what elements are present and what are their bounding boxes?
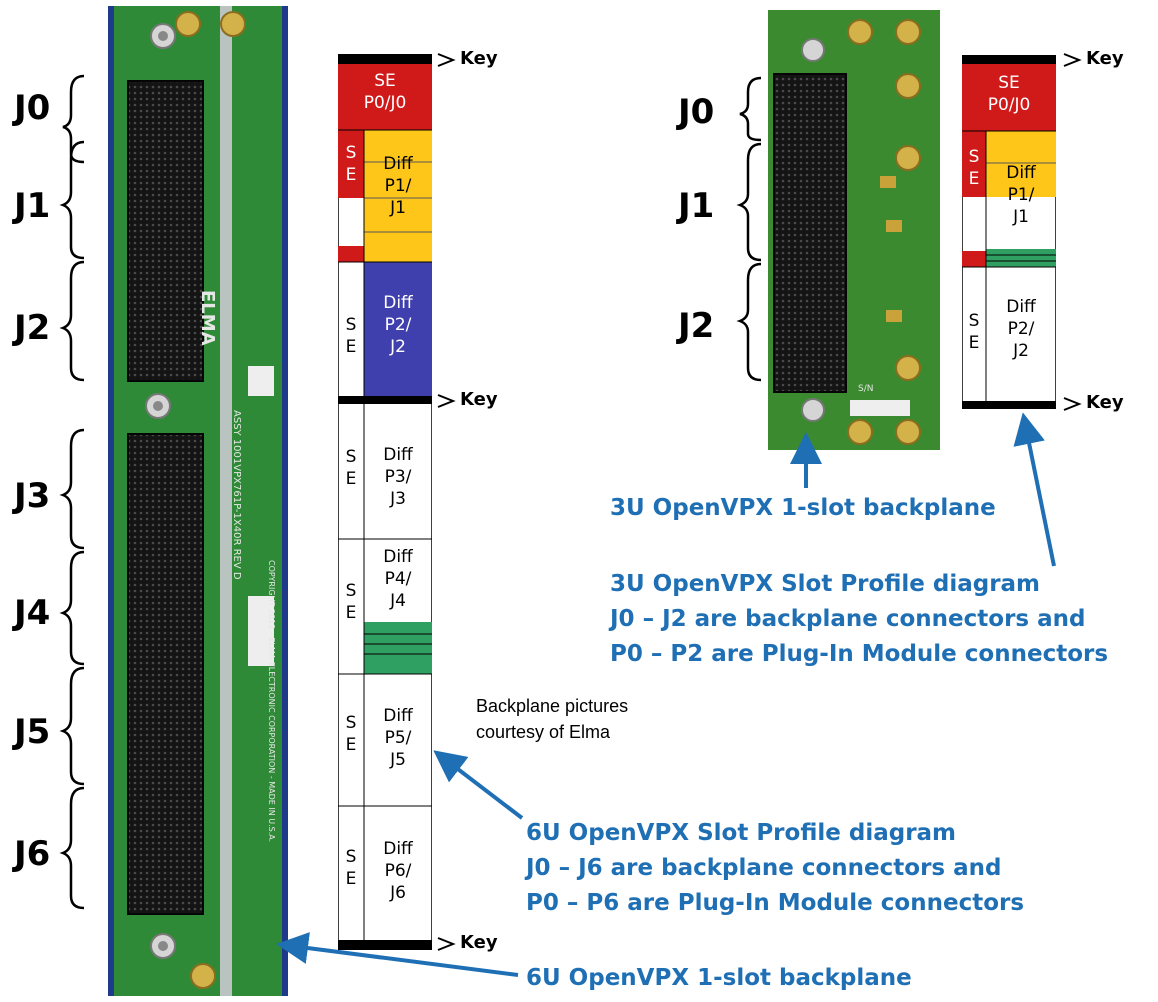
cell-se-5-6u: S E <box>345 713 357 755</box>
label-j4-6u: J4 <box>14 593 51 633</box>
board-serial-label: S/N <box>858 384 874 394</box>
key-arrow-icon <box>437 937 456 951</box>
cell-diff-p1-j1-6u: Diff P1/ J1 <box>383 154 413 218</box>
caption-3u-profile-line2: J0 – J2 are backplane connectors and <box>610 606 1086 632</box>
slot-profile-3u <box>961 54 1057 410</box>
cell-diff-p2-j2-3u: Diff P2/ J2 <box>1006 297 1036 361</box>
cell-se-1-6u: S E <box>345 143 357 185</box>
label-j6-6u: J6 <box>14 834 51 874</box>
cell-diff-p1-j1-3u: Diff P1/ J1 <box>1006 163 1036 227</box>
cell-diff-p3-j3-6u: Diff P3/ J3 <box>383 445 413 509</box>
key-arrow-icon <box>1063 53 1082 67</box>
caption-6u-profile-line2: J0 – J6 are backplane connectors and <box>526 855 1002 881</box>
slot-profile-6u <box>337 53 433 951</box>
cell-se-1-3u: S E <box>968 147 980 189</box>
key-arrow-icon <box>437 53 456 67</box>
label-j5-6u: J5 <box>14 712 51 752</box>
caption-3u-backplane: 3U OpenVPX 1-slot backplane <box>610 495 996 521</box>
cell-se-4-6u: S E <box>345 581 357 623</box>
backplane-3u-photo <box>768 10 940 450</box>
cell-se-2-6u: S E <box>345 315 357 357</box>
label-j0-6u: J0 <box>14 88 51 128</box>
left-brackets <box>59 74 85 910</box>
label-j2-3u: J2 <box>678 306 715 346</box>
cell-diff-p5-j5-6u: Diff P5/ J5 <box>383 706 413 770</box>
caption-3u-profile-line3: P0 – P2 are Plug-In Module connectors <box>610 641 1109 667</box>
key-label-6u-bottom: Key <box>460 932 498 953</box>
cell-se-2-3u: S E <box>968 311 980 353</box>
label-j3-6u: J3 <box>14 476 51 516</box>
key-label-3u-bottom: Key <box>1086 392 1124 413</box>
caption-6u-backplane: 6U OpenVPX 1-slot backplane <box>526 965 912 991</box>
caption-3u-profile-line1: 3U OpenVPX Slot Profile diagram <box>610 571 1041 597</box>
key-label-6u-mid: Key <box>460 389 498 410</box>
key-arrow-icon <box>1063 397 1082 411</box>
key-arrow-icon <box>437 394 456 408</box>
label-j0-3u: J0 <box>678 92 715 132</box>
label-j2-6u: J2 <box>14 308 51 348</box>
caption-6u-profile-line1: 6U OpenVPX Slot Profile diagram <box>526 820 957 846</box>
key-label-3u-top: Key <box>1086 48 1124 69</box>
cell-diff-p6-j6-6u: Diff P6/ J6 <box>383 839 413 903</box>
cell-se-p0-j0-6u: SE P0/J0 <box>363 71 407 113</box>
label-j1-6u: J1 <box>14 186 51 226</box>
photo-credit: Backplane pictures courtesy of Elma <box>476 696 629 742</box>
cell-se-6-6u: S E <box>345 847 357 889</box>
right-brackets <box>736 76 762 382</box>
key-label-6u-top: Key <box>460 48 498 69</box>
caption-6u-profile-line3: P0 – P6 are Plug-In Module connectors <box>526 890 1025 916</box>
cell-diff-p4-j4-6u: Diff P4/ J4 <box>383 547 413 611</box>
cell-se-3-6u: S E <box>345 447 357 489</box>
label-j1-3u: J1 <box>678 186 715 226</box>
backplane-6u-photo <box>108 6 288 996</box>
cell-se-p0-j0-3u: SE P0/J0 <box>987 73 1031 115</box>
cell-diff-p2-j2-6u: Diff P2/ J2 <box>383 293 413 357</box>
